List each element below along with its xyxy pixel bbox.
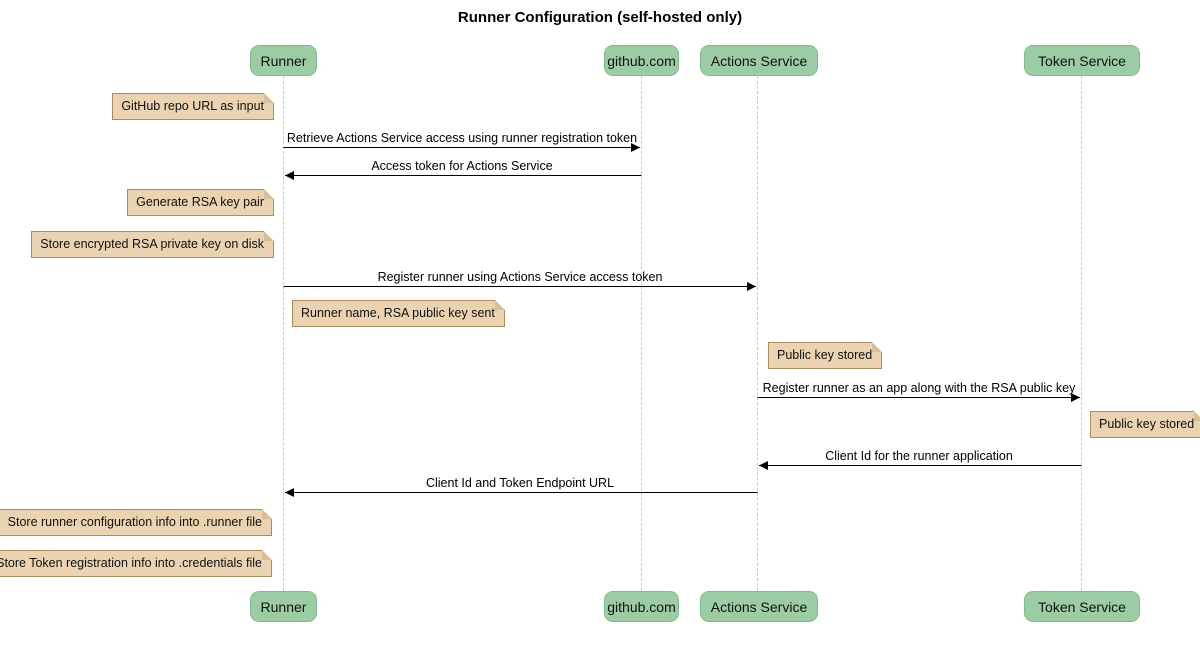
actor-bottom-github: github.com <box>604 591 679 622</box>
message-label-access-token: Access token for Actions Service <box>371 159 553 173</box>
message-label-retrieve-actions-access: Retrieve Actions Service access using ru… <box>286 131 638 145</box>
message-label-client-id: Client Id for the runner application <box>825 449 1013 463</box>
message-label-register-runner: Register runner using Actions Service ac… <box>377 270 663 284</box>
note-runner-name-sent: Runner name, RSA public key sent <box>292 300 505 327</box>
message-label-register-app: Register runner as an app along with the… <box>762 381 1076 395</box>
note-store-credentials-file: Store Token registration info into .cred… <box>0 550 272 577</box>
note-generate-rsa: Generate RSA key pair <box>127 189 274 216</box>
lifeline-actions-service <box>757 76 758 591</box>
lifeline-runner <box>283 76 284 591</box>
actor-bottom-token-service: Token Service <box>1024 591 1140 622</box>
actor-bottom-actions-service: Actions Service <box>700 591 818 622</box>
note-public-key-stored-actions: Public key stored <box>768 342 883 369</box>
lifeline-github <box>641 76 642 591</box>
actor-bottom-runner: Runner <box>250 591 317 622</box>
actor-top-github: github.com <box>604 45 679 76</box>
note-store-private-key: Store encrypted RSA private key on disk <box>31 231 274 258</box>
actor-top-actions-service: Actions Service <box>700 45 818 76</box>
lifeline-token-service <box>1081 76 1082 591</box>
note-public-key-stored-token: Public key stored <box>1090 411 1200 438</box>
diagram-title: Runner Configuration (self-hosted only) <box>457 9 743 26</box>
actor-top-token-service: Token Service <box>1024 45 1140 76</box>
note-store-runner-file: Store runner configuration info into .ru… <box>0 509 273 536</box>
message-label-client-id-endpoint: Client Id and Token Endpoint URL <box>425 476 615 490</box>
actor-top-runner: Runner <box>250 45 317 76</box>
note-github-repo-url: GitHub repo URL as input <box>112 93 274 120</box>
